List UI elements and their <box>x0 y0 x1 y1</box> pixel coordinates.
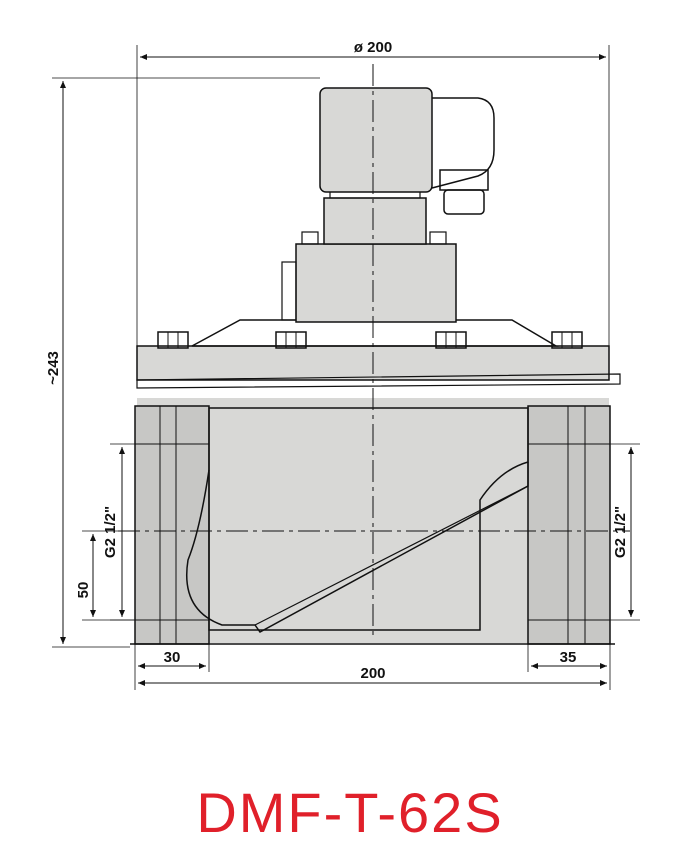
port-height-label: 50 <box>75 582 92 599</box>
bolt-3 <box>435 331 467 349</box>
dim-left-depth: 30 <box>134 630 210 690</box>
dim-top-width: ø 200 <box>136 39 610 346</box>
right-depth-label: 35 <box>560 649 577 666</box>
body-length-label: 200 <box>360 665 385 682</box>
left-depth-label: 30 <box>164 649 181 666</box>
dim-overall-height: ~243 <box>45 77 320 648</box>
right-port-label: G2 1/2" <box>612 506 629 558</box>
dim-right-port: G2 1/2" <box>610 443 640 621</box>
dim-right-depth: 35 <box>527 644 611 690</box>
bolt-4 <box>551 331 583 349</box>
valve-technical-drawing: ø 200 ~243 50 G2 1/2" G2 1/2" 30 <box>45 39 640 690</box>
bolt-2 <box>275 331 307 349</box>
dim-left-port: G2 1/2" <box>102 443 135 621</box>
dim-body-length: 200 <box>138 665 607 686</box>
bolt-1 <box>157 331 189 349</box>
model-title: DMF-T-62S <box>196 781 504 844</box>
top-width-label: ø 200 <box>354 39 392 56</box>
solenoid-coil <box>319 87 495 215</box>
pilot-housing <box>281 189 457 323</box>
cover-plate <box>136 319 621 389</box>
left-port-label: G2 1/2" <box>102 506 119 558</box>
overall-height-label: ~243 <box>45 351 62 385</box>
